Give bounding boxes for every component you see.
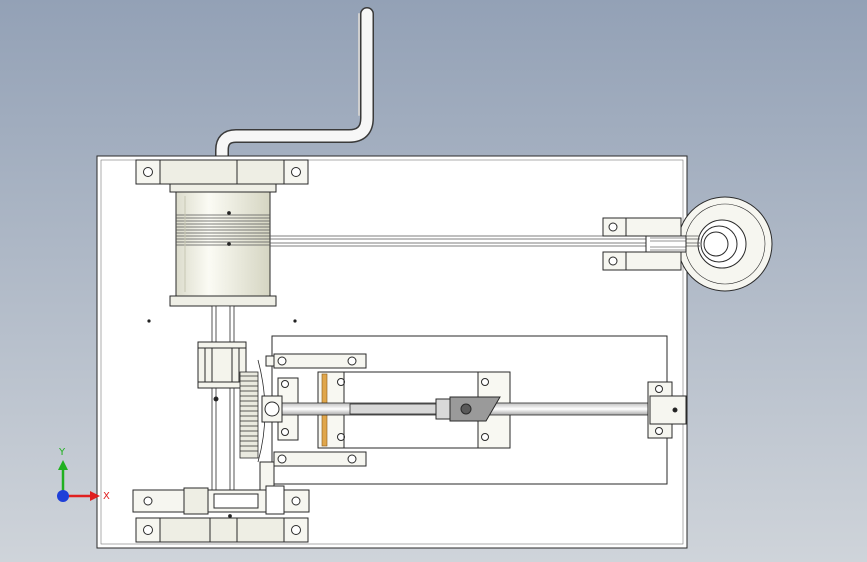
coordinate-triad: Y X [57,447,110,502]
winding-drum[interactable] [169,183,277,307]
vertical-drive-shaft[interactable] [211,305,235,507]
guide-rail-upper[interactable] [265,353,367,369]
bearing-block-top[interactable] [135,159,309,185]
y-axis-arrowhead [58,460,68,470]
spur-gear[interactable] [239,359,266,463]
spindle-holder-left[interactable] [261,395,283,423]
pulley-mount-bracket[interactable] [602,217,687,271]
coolant-pipe[interactable] [215,7,374,169]
guide-rail-lower[interactable] [273,451,367,467]
bearing-block-bottom[interactable] [135,517,309,543]
mounting-hole-markers [147,319,297,323]
tailstock-bearing[interactable] [647,381,687,439]
pulley-wheel[interactable] [677,196,773,292]
x-axis-label: X [103,491,110,502]
z-axis-dot [57,490,69,502]
y-axis-label: Y [58,447,66,458]
cutting-tool[interactable] [435,396,501,422]
lower-drive-block[interactable] [132,461,310,518]
x-axis-arrowhead [90,491,100,501]
shaft-coupling[interactable] [197,341,247,402]
